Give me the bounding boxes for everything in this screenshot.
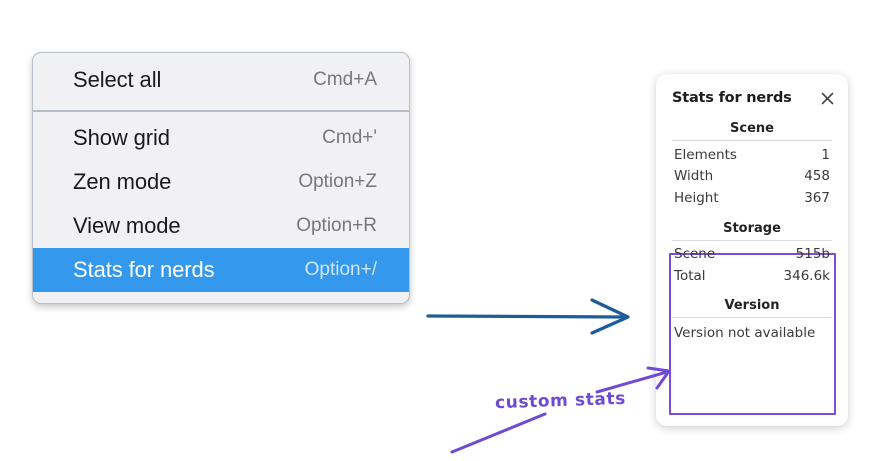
stat-row-width: Width 458 (672, 166, 832, 188)
custom-stats-annotation-label: custom stats (494, 388, 627, 414)
stat-value: 1 (821, 146, 830, 163)
stats-for-nerds-panel: Stats for nerds Scene Elements 1 Width 4… (656, 74, 848, 426)
section-storage: Storage Scene 515b Total 346.6k (666, 210, 838, 288)
section-version: Version Version not available (666, 287, 838, 345)
stat-key: Height (674, 190, 719, 207)
stat-key: Width (674, 168, 714, 185)
menu-item-shortcut: Cmd+' (322, 127, 377, 148)
stat-row-storage-scene: Scene 515b (672, 244, 832, 266)
section-rule (672, 317, 832, 319)
stat-key: Total (674, 268, 706, 284)
context-menu: Select all Cmd+A Show grid Cmd+' Zen mod… (32, 52, 410, 304)
stats-panel-title: Stats for nerds (672, 90, 792, 106)
section-title-version: Version (724, 298, 780, 314)
menu-item-label: Zen mode (73, 169, 172, 194)
menu-item-label: Show grid (73, 125, 170, 150)
stat-value: 367 (804, 190, 830, 207)
menu-item-shortcut: Option+Z (298, 171, 377, 192)
stat-row-height: Height 367 (672, 188, 832, 210)
stat-row-storage-total: Total 346.6k (672, 266, 832, 288)
section-rule (672, 140, 832, 141)
blue-arrow (426, 298, 630, 335)
menu-item-shortcut: Cmd+A (313, 69, 377, 90)
stats-panel-header: Stats for nerds (666, 86, 838, 110)
menu-item-label: Select all (73, 67, 162, 92)
menu-item-show-grid[interactable]: Show grid Cmd+' (33, 116, 409, 160)
section-scene: Scene Elements 1 Width 458 Height 367 (666, 110, 838, 210)
menu-item-zen-mode[interactable]: Zen mode Option+Z (33, 160, 409, 204)
menu-group-2: Show grid Cmd+' Zen mode Option+Z View m… (33, 114, 409, 294)
section-rule (672, 239, 832, 241)
menu-divider (33, 110, 409, 112)
menu-item-view-mode[interactable]: View mode Option+R (33, 204, 409, 248)
custom-stats-sections: Storage Scene 515b Total 346.6k Version … (666, 210, 838, 346)
menu-item-shortcut: Option+/ (304, 259, 377, 280)
menu-item-label: Stats for nerds (73, 257, 215, 282)
stat-row-elements: Elements 1 (672, 144, 832, 166)
section-title-storage: Storage (723, 220, 781, 236)
stat-value: 515b (795, 246, 830, 263)
stat-key: Scene (674, 246, 716, 263)
purple-arrow-tail (450, 412, 547, 454)
version-text: Version not available (674, 325, 816, 342)
close-icon[interactable] (819, 90, 836, 107)
menu-item-stats-for-nerds[interactable]: Stats for nerds Option+/ (33, 248, 409, 292)
menu-item-select-all[interactable]: Select all Cmd+A (33, 58, 409, 102)
stat-value: 458 (804, 168, 830, 185)
menu-group-1: Select all Cmd+A (33, 56, 409, 104)
menu-item-shortcut: Option+R (296, 215, 377, 236)
stat-key: Elements (674, 146, 737, 163)
section-title-scene: Scene (730, 121, 774, 136)
menu-item-label: View mode (73, 213, 181, 238)
stat-value: 346.6k (783, 268, 830, 284)
